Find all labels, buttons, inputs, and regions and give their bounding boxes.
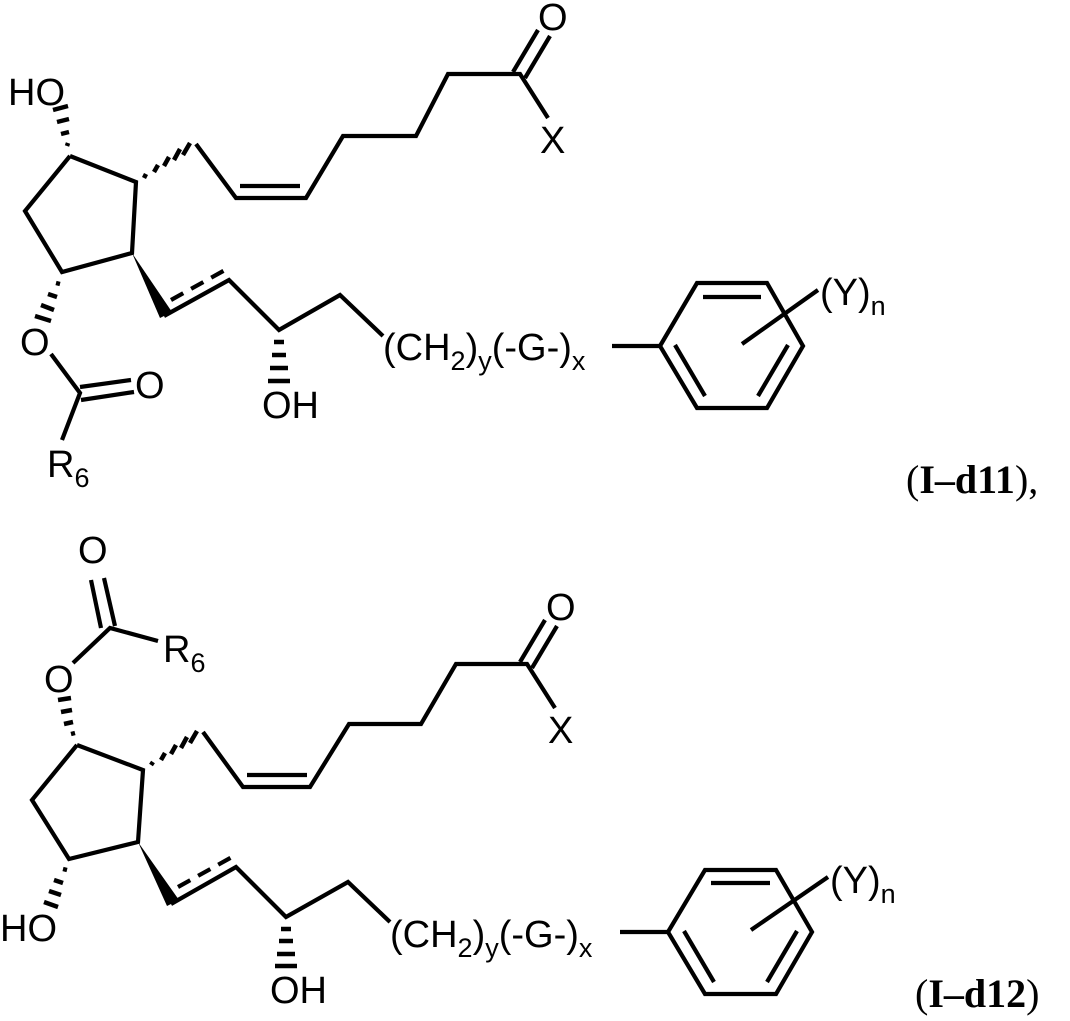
ester-bonds xyxy=(71,577,159,665)
atom-acid-oxygen: O xyxy=(538,0,568,39)
hash-bond-ring-oh xyxy=(43,866,68,910)
benzene-ring xyxy=(657,280,820,411)
atom-aryl-substituent: (Y)n xyxy=(820,272,886,321)
alpha-chain xyxy=(194,28,552,201)
svg-text:(CH2)y(-G-)x: (CH2)y(-G-)x xyxy=(383,327,586,376)
atom-aryl-substituent: (Y)n xyxy=(830,860,896,909)
linker-group: (CH2)y(-G-)x xyxy=(383,327,586,376)
atom-ho-ring: HO xyxy=(8,72,65,114)
atom-ester-carbonyl-oxygen: O xyxy=(78,530,108,572)
svg-text:(CH2)y(-G-)x: (CH2)y(-G-)x xyxy=(390,914,593,963)
compound-i-d11: HO O X xyxy=(8,0,1038,502)
atom-acid-oxygen: O xyxy=(546,587,576,629)
wedge-bond-omega-chain xyxy=(138,842,179,906)
compound-label-i-d11: (I–d11), xyxy=(906,457,1038,502)
atom-ester-oxygen: O xyxy=(20,322,50,364)
linker-group: (CH2)y(-G-)x xyxy=(390,914,593,963)
hash-bond-alpha-chain xyxy=(141,141,192,180)
atom-r6: R6 xyxy=(47,444,89,493)
atom-acid-x: X xyxy=(548,710,573,752)
hash-bond-ring-oh xyxy=(52,103,71,147)
atom-ester-carbonyl-oxygen: O xyxy=(135,365,165,407)
compound-i-d12: O R6 O xyxy=(0,530,1039,1016)
atom-ho-ring: HO xyxy=(0,908,57,950)
hash-bond-alpha-chain xyxy=(149,729,199,767)
alpha-chain xyxy=(201,618,559,790)
atom-oh-side: OH xyxy=(270,970,327,1012)
hash-bond-side-oh xyxy=(268,339,290,384)
compound-label-i-d12: (I–d12) xyxy=(915,971,1039,1016)
hash-bond-ester-oxygen xyxy=(57,695,76,737)
atom-ester-oxygen: O xyxy=(44,659,74,701)
atom-oh-side: OH xyxy=(262,385,319,427)
cyclopentane-ring xyxy=(29,743,146,862)
hash-bond-side-oh xyxy=(275,926,297,969)
atom-r6: R6 xyxy=(163,629,205,678)
atom-acid-x: X xyxy=(540,120,565,162)
cyclopentane-ring xyxy=(22,154,139,275)
ester-bonds xyxy=(49,352,135,441)
omega-chain xyxy=(162,268,385,338)
omega-chain xyxy=(169,855,392,924)
hash-bond-ester-oxygen xyxy=(34,280,61,324)
benzene-ring xyxy=(665,867,830,997)
wedge-bond-omega-chain xyxy=(132,253,172,318)
